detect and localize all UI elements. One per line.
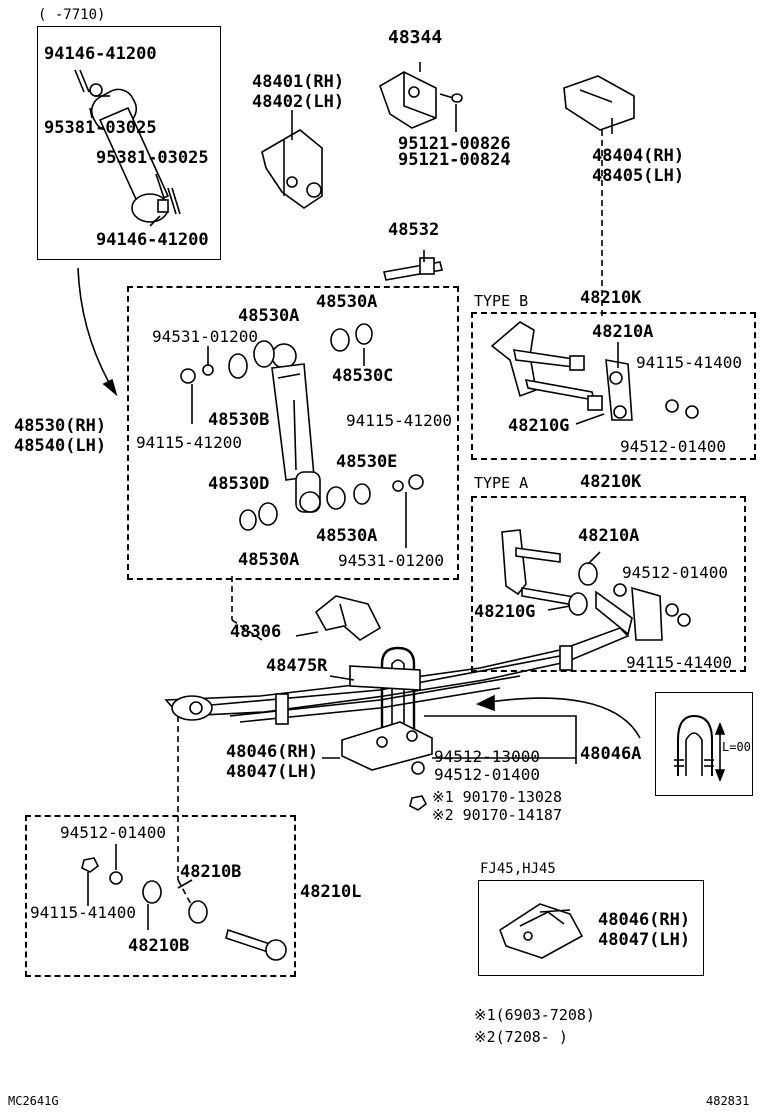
date-range-top: ( -7710) <box>38 7 106 23</box>
part-94531-01200-a: 94531-01200 <box>152 327 258 346</box>
fj45-box <box>478 880 704 976</box>
bracket-48404 <box>563 75 635 320</box>
part-48210K-b: 48210K <box>580 288 642 308</box>
part-48210A-a: 48210A <box>578 526 640 546</box>
part-48540: 48540(LH) <box>14 436 107 456</box>
part-48530: 48530(RH) <box>14 416 107 436</box>
part-95121-00826: 95121-00826 <box>398 134 511 154</box>
part-48046-fj: 48046(RH) <box>598 910 691 930</box>
part-95121-00824: 95121-00824 <box>398 150 511 170</box>
part-94512-01400-a: 94512-01400 <box>622 563 728 582</box>
bracket-48401 <box>261 129 323 209</box>
u-bolt-length: L=00 <box>722 740 751 754</box>
code-right: 482831 <box>706 1094 750 1108</box>
part-48402: 48402(LH) <box>252 92 345 112</box>
shackle-type-b <box>490 321 699 421</box>
code-left: MC2641G <box>8 1094 59 1108</box>
shackle-type-a <box>501 529 691 641</box>
leaf-spring <box>164 627 630 725</box>
bracket-48344 <box>379 71 463 129</box>
part-94115-41400-a: 94115-41400 <box>626 653 732 672</box>
part-48405: 48405(LH) <box>592 166 685 186</box>
shock-absorber <box>271 343 321 513</box>
part-48047-fj: 48047(LH) <box>598 930 691 950</box>
part-48530D: 48530D <box>208 474 270 494</box>
part-48210G-a: 48210G <box>474 602 536 622</box>
part-48210L: 48210L <box>300 882 362 902</box>
part-48210B-b: 48210B <box>128 936 190 956</box>
type-a-label: TYPE A <box>474 474 529 492</box>
part-48530E: 48530E <box>336 452 398 472</box>
pin-kit-box <box>25 815 296 977</box>
part-48475R: 48475R <box>266 656 328 676</box>
part-48530A-b: 48530A <box>316 526 378 546</box>
part-94115-41400-d: 94115-41400 <box>30 903 136 922</box>
part-90170-14187: ※2 90170-14187 <box>432 806 562 824</box>
bushings <box>180 323 424 531</box>
part-94512-01400-d: 94512-01400 <box>60 823 166 842</box>
pin-kit-48210L <box>81 857 287 961</box>
type-b-label: TYPE B <box>474 292 529 310</box>
part-94512-01400-b: 94512-01400 <box>620 437 726 456</box>
part-94512-01400-c: 94512-01400 <box>434 765 540 784</box>
spring-seat-48306 <box>314 595 382 641</box>
part-48530A-top: 48530A <box>316 292 378 312</box>
part-94146-41200-a: 94146-41200 <box>44 44 157 64</box>
part-48306: 48306 <box>230 622 282 642</box>
inset-shock-absorber <box>74 69 181 223</box>
part-48046A: 48046A <box>580 744 642 764</box>
part-48046: 48046(RH) <box>226 742 319 762</box>
part-48532: 48532 <box>388 220 440 240</box>
part-48530B: 48530B <box>208 410 270 430</box>
arrow-48046A <box>489 697 641 739</box>
type-b-box <box>471 312 756 460</box>
shock-kit-box <box>127 286 459 580</box>
inset-leader-line <box>77 267 113 389</box>
note-2: ※2(7208- ) <box>474 1028 568 1046</box>
stud-48532 <box>383 257 443 281</box>
part-48401: 48401(RH) <box>252 72 345 92</box>
part-95381-03025-a: 95381-03025 <box>44 118 157 138</box>
fj45-label: FJ45,HJ45 <box>480 861 556 877</box>
inset-u-bolt <box>674 714 726 783</box>
part-48530C: 48530C <box>332 366 394 386</box>
part-48530A-a: 48530A <box>238 306 300 326</box>
part-48404: 48404(RH) <box>592 146 685 166</box>
type-a-box <box>471 496 746 672</box>
part-94115-41200-a: 94115-41200 <box>136 433 242 452</box>
fj45-plate <box>499 903 584 959</box>
part-48210A-b: 48210A <box>592 322 654 342</box>
arrow-head <box>102 378 118 397</box>
note-1: ※1(6903-7208) <box>474 1006 595 1024</box>
part-95381-03025-b: 95381-03025 <box>96 148 209 168</box>
part-48210B-a: 48210B <box>180 862 242 882</box>
inset-shock-box <box>37 26 221 260</box>
part-48210G-b: 48210G <box>508 416 570 436</box>
part-94146-41200-b: 94146-41200 <box>96 230 209 250</box>
part-48344: 48344 <box>388 27 443 48</box>
u-bolt-inset-box <box>655 692 753 796</box>
part-94512-13000: 94512-13000 <box>434 747 540 766</box>
part-48530A-c: 48530A <box>238 550 300 570</box>
part-48210K-a: 48210K <box>580 472 642 492</box>
part-94531-01200-b: 94531-01200 <box>338 551 444 570</box>
part-90170-13028: ※1 90170-13028 <box>432 788 562 806</box>
part-94115-41200-b: 94115-41200 <box>346 411 452 430</box>
u-bolt-assembly <box>341 646 433 811</box>
part-94115-41400-b: 94115-41400 <box>636 353 742 372</box>
part-48047: 48047(LH) <box>226 762 319 782</box>
